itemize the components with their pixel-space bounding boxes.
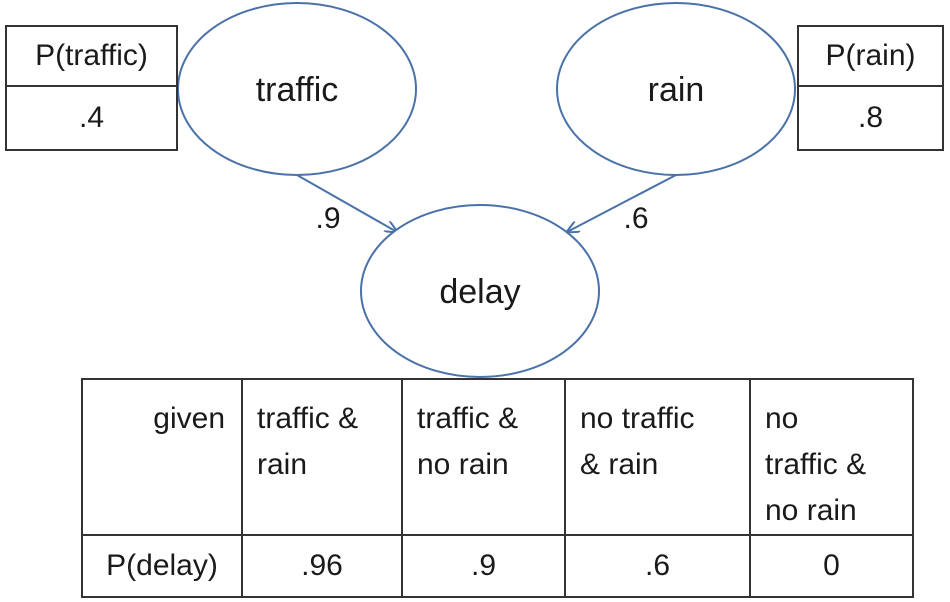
cpt-value: 0 <box>749 534 914 598</box>
cpt-given-label: given <box>81 378 243 536</box>
node-traffic-label: traffic <box>256 71 339 109</box>
node-delay-label: delay <box>439 273 520 311</box>
prior-traffic-header: P(traffic) <box>5 25 178 87</box>
cpt-col-header-line: no <box>765 402 799 435</box>
cpt-value: .96 <box>241 534 403 598</box>
cpt-col-header: traffic & rain <box>241 378 403 536</box>
prior-table-rain: P(rain) .8 <box>797 25 944 151</box>
cpt-value: .6 <box>564 534 751 598</box>
cpt-col-header-line: no rain <box>765 494 857 527</box>
edge-rain-to-delay <box>567 174 677 232</box>
edge-rain-to-delay-label: .6 <box>623 202 648 235</box>
prior-traffic-value: .4 <box>5 85 178 151</box>
cpt-value: .9 <box>401 534 566 598</box>
prior-table-traffic: P(traffic) .4 <box>5 25 178 151</box>
cpt-col-header-line: no rain <box>417 448 509 481</box>
edge-traffic-to-delay <box>296 174 397 232</box>
node-rain-label: rain <box>648 71 705 109</box>
node-traffic <box>177 2 417 176</box>
cpt-col-header-line: traffic & <box>257 402 359 435</box>
cpt-col-header-line: traffic & <box>765 448 867 481</box>
cpt-col-header: no traffic & rain <box>564 378 751 536</box>
node-rain <box>556 2 796 176</box>
prior-rain-value: .8 <box>797 85 944 151</box>
edge-traffic-to-delay-label: .9 <box>315 202 340 235</box>
node-delay <box>360 204 600 378</box>
cpt-col-header: traffic & no rain <box>401 378 566 536</box>
cpt-col-header-line: rain <box>257 448 308 481</box>
cpt-col-header-line: no traffic <box>580 402 695 435</box>
cpt-delay-table: given traffic & rain traffic & no rain n… <box>81 378 914 598</box>
prior-rain-header: P(rain) <box>797 25 944 87</box>
cpt-col-header-line: & rain <box>580 448 659 481</box>
cpt-col-header-line: traffic & <box>417 402 519 435</box>
cpt-row-label: P(delay) <box>81 534 243 598</box>
cpt-col-header: no traffic & no rain <box>749 378 914 536</box>
